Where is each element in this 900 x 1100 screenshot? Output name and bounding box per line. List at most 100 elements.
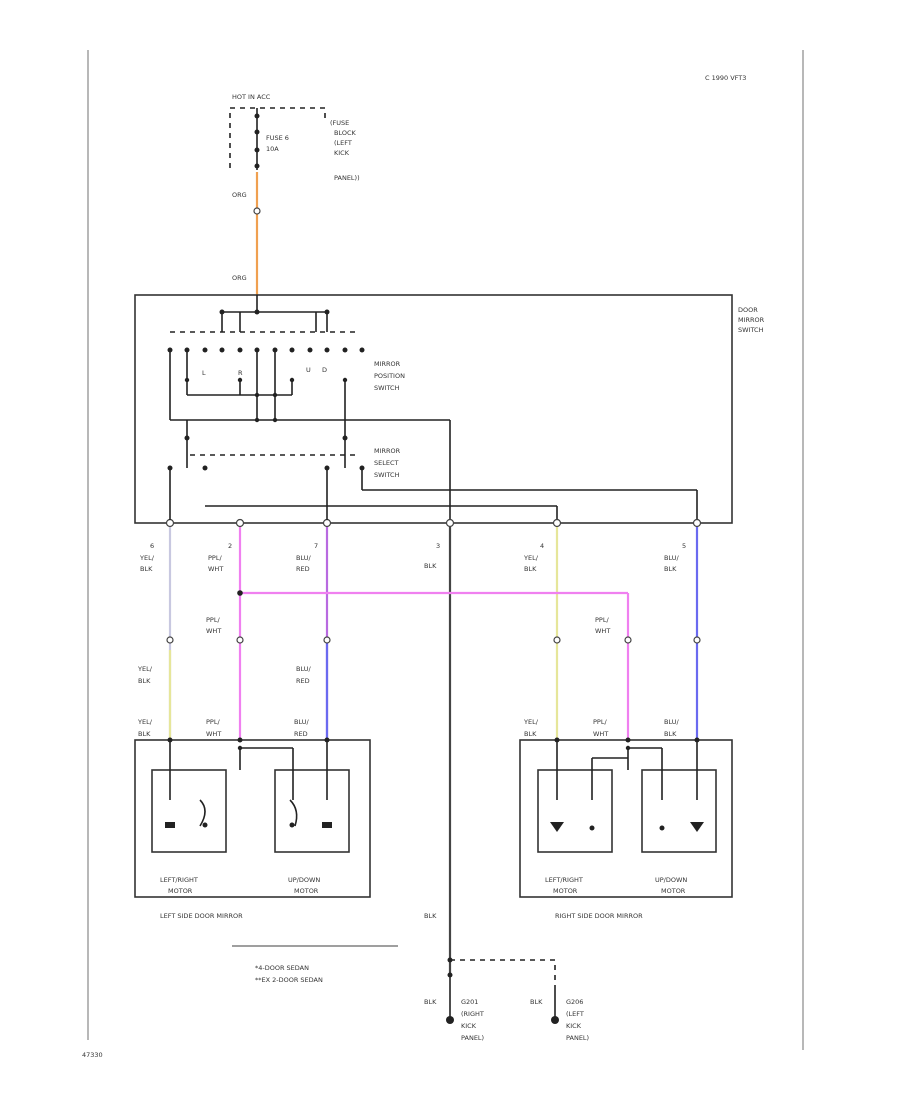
fuse-block-label-3: (LEFT (334, 139, 352, 147)
g206-label-3: KICK (566, 1022, 582, 1030)
fuse-block-outline (229, 107, 326, 168)
pin-6-wire-1: YEL/ (139, 554, 155, 562)
pin-4-wire-2: BLK (524, 565, 537, 573)
right-conn-ppl-2: WHT (595, 627, 610, 635)
left-conn-yel-1: YEL/ (137, 665, 153, 673)
contact-l: L (202, 369, 206, 377)
page-code: 47330 (82, 1051, 103, 1059)
ground-section: BLK BLK G201 (RIGHT KICK PANEL) BLK G206… (424, 912, 589, 1042)
g201-label-4: PANEL) (461, 1034, 484, 1042)
g201-label-1: G201 (461, 998, 478, 1006)
wire-org-label-top: ORG (232, 191, 247, 199)
left-term-ppl-2: WHT (206, 730, 221, 738)
left-conn-yel-2: BLK (138, 677, 151, 685)
left-motor2-label-2: MOTOR (294, 887, 319, 895)
switch-terminals: 6 YEL/ BLK 2 PPL/ WHT 7 BLU/ RED 3 BLK 4… (139, 468, 702, 573)
left-conn-ppl-2: WHT (206, 627, 221, 635)
hot-in-acc-label: HOT IN ACC (232, 93, 271, 101)
contact-d: D (322, 366, 327, 374)
right-term-blu-2: BLK (664, 730, 677, 738)
pin-3: 3 (436, 542, 440, 550)
pin-5: 5 (682, 542, 686, 550)
ground-wire-label: BLK (424, 912, 437, 920)
legend-line-2: **EX 2-DOOR SEDAN (255, 976, 323, 984)
right-term-yel-2: BLK (524, 730, 537, 738)
g201-label-3: KICK (461, 1022, 477, 1030)
pin-4: 4 (540, 542, 544, 550)
right-conn-ppl-1: PPL/ (595, 616, 609, 624)
right-term-blu-1: BLU/ (664, 718, 680, 726)
left-conn-blu-2: RED (296, 677, 310, 685)
pin-6-wire-2: BLK (140, 565, 153, 573)
right-term-yel-1: YEL/ (523, 718, 539, 726)
g206-wire-label: BLK (530, 998, 543, 1006)
right-mirror-box (519, 739, 733, 898)
ground-g201-icon (446, 1016, 454, 1024)
left-term-yel-1: YEL/ (137, 718, 153, 726)
left-conn-blu-1: BLU/ (296, 665, 312, 673)
fuse-label-2: 10A (266, 145, 279, 153)
left-term-blu-2: RED (294, 730, 308, 738)
left-motor-lr: LEFT/RIGHT MOTOR (151, 740, 241, 895)
pin-7-wire-1: BLU/ (296, 554, 312, 562)
right-motor1-label-1: LEFT/RIGHT (545, 876, 583, 884)
left-term-yel-2: BLK (138, 730, 151, 738)
pin-3-wire-1: BLK (424, 562, 437, 570)
select-switch-label-2: SELECT (374, 459, 398, 467)
g201-label-2: (RIGHT (461, 1010, 484, 1018)
door-mirror-switch-box (134, 294, 733, 524)
pin-7: 7 (314, 542, 318, 550)
ground-g206-icon (551, 1016, 559, 1024)
fuse-block-label-4: KICK (334, 149, 350, 157)
pin-7-wire-2: RED (296, 565, 310, 573)
right-term-ppl-1: PPL/ (593, 718, 607, 726)
select-switch-label-1: MIRROR (374, 447, 401, 455)
g206-label-4: PANEL) (566, 1034, 589, 1042)
right-motor2-label-1: UP/DOWN (655, 876, 687, 884)
wire-org-label-bottom: ORG (232, 274, 247, 282)
left-term-ppl-1: PPL/ (206, 718, 220, 726)
year-note: C 1990 VFT3 (705, 74, 746, 82)
pin-2-wire-1: PPL/ (208, 554, 222, 562)
fuse-block-label-5: PANEL)) (334, 174, 360, 182)
right-motor-lr: LEFT/RIGHT MOTOR (537, 740, 629, 895)
door-switch-label-3: SWITCH (738, 326, 764, 334)
pin-6: 6 (150, 542, 154, 550)
pin-4-wire-1: YEL/ (523, 554, 539, 562)
door-switch-label-2: MIRROR (738, 316, 765, 324)
left-motor1-label-2: MOTOR (168, 887, 193, 895)
left-motor1-label-1: LEFT/RIGHT (160, 876, 198, 884)
pin-2-wire-2: WHT (208, 565, 223, 573)
g201-wire-label: BLK (424, 998, 437, 1006)
right-term-ppl-2: WHT (593, 730, 608, 738)
fuse-block-label-1: (FUSE (330, 119, 349, 127)
left-motor2-label-1: UP/DOWN (288, 876, 320, 884)
mirror-select-switch: MIRROR SELECT SWITCH (167, 420, 698, 523)
left-mirror-caption: LEFT SIDE DOOR MIRROR (160, 912, 243, 920)
left-term-blu-1: BLU/ (294, 718, 310, 726)
position-switch-label-3: SWITCH (374, 384, 400, 392)
door-switch-label-1: DOOR (738, 306, 758, 314)
pin-5-wire-1: BLU/ (664, 554, 680, 562)
g206-label-2: (LEFT (566, 1010, 584, 1018)
contact-r: R (238, 369, 243, 377)
mirror-position-switch: L R U D MIRROR POSITION SWITCH (167, 295, 451, 523)
right-motor2-label-2: MOTOR (661, 887, 686, 895)
pin-5-wire-2: BLK (664, 565, 677, 573)
fuse-block: HOT IN ACC FUSE 6 10A (FUSE BLOCK (LEFT … (229, 93, 360, 182)
select-switch-label-3: SWITCH (374, 471, 400, 479)
g206-label-1: G206 (566, 998, 583, 1006)
fuse-label-1: FUSE 6 (266, 134, 289, 142)
fuse-block-label-2: BLOCK (334, 129, 357, 137)
right-mirror-caption: RIGHT SIDE DOOR MIRROR (555, 912, 643, 920)
right-motor1-label-2: MOTOR (553, 887, 578, 895)
left-mirror-box (134, 739, 371, 898)
position-switch-label-2: POSITION (374, 372, 405, 380)
left-motor-ud: UP/DOWN MOTOR (240, 740, 350, 895)
contact-u: U (306, 366, 311, 374)
right-motor-ud: UP/DOWN MOTOR (628, 740, 717, 895)
pin-2: 2 (228, 542, 232, 550)
position-switch-label-1: MIRROR (374, 360, 401, 368)
legend-line-1: *4-DOOR SEDAN (255, 964, 309, 972)
